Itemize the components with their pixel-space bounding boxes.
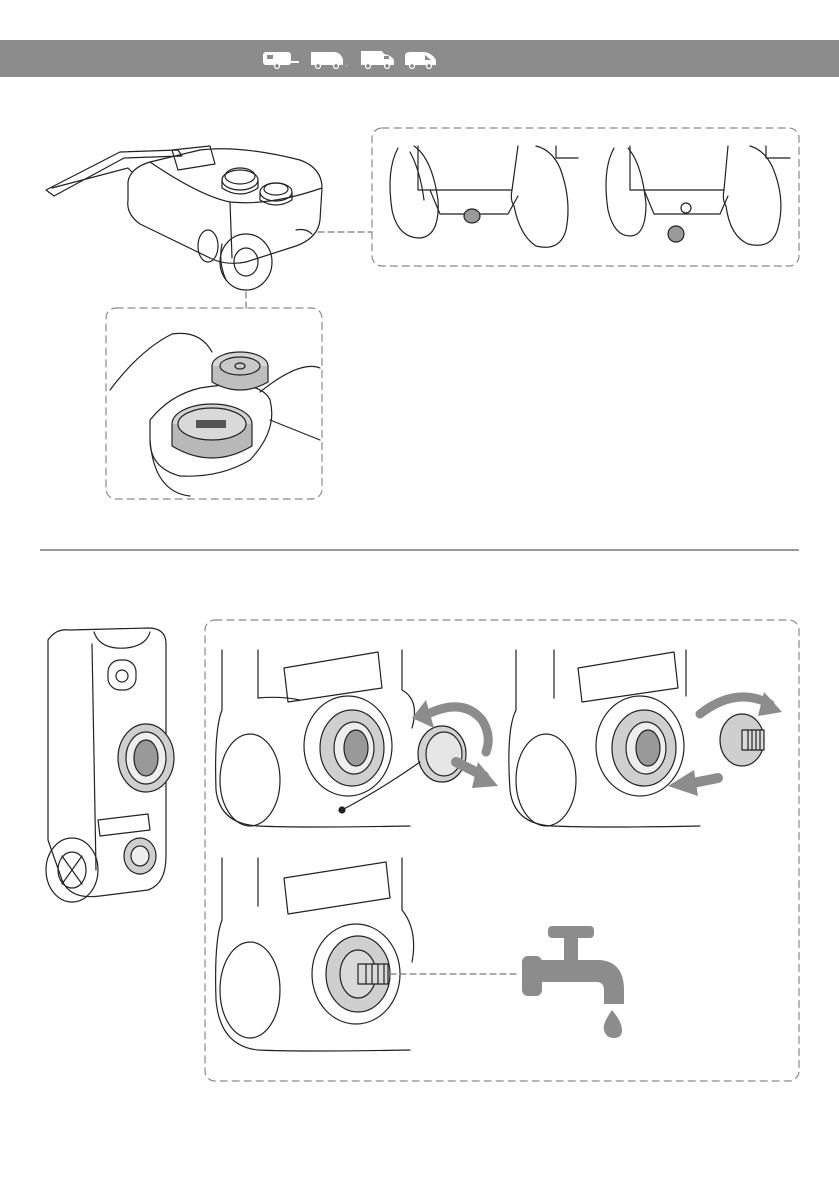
upright-water-tank-illustration — [46, 628, 174, 902]
connect-to-tap-step-illustration — [216, 858, 624, 1051]
tank-caps-detail-illustration — [110, 333, 320, 496]
drain-plug-detail-illustration — [390, 146, 790, 247]
water-tap-icon — [522, 926, 624, 1038]
steps-detail-frame — [205, 620, 799, 1081]
remove-cap-step-illustration — [216, 650, 498, 827]
waste-tank-trolley-illustration — [46, 146, 322, 290]
attach-hose-adapter-step-illustration — [509, 650, 782, 827]
drain-plug-detail-frame — [372, 128, 799, 266]
